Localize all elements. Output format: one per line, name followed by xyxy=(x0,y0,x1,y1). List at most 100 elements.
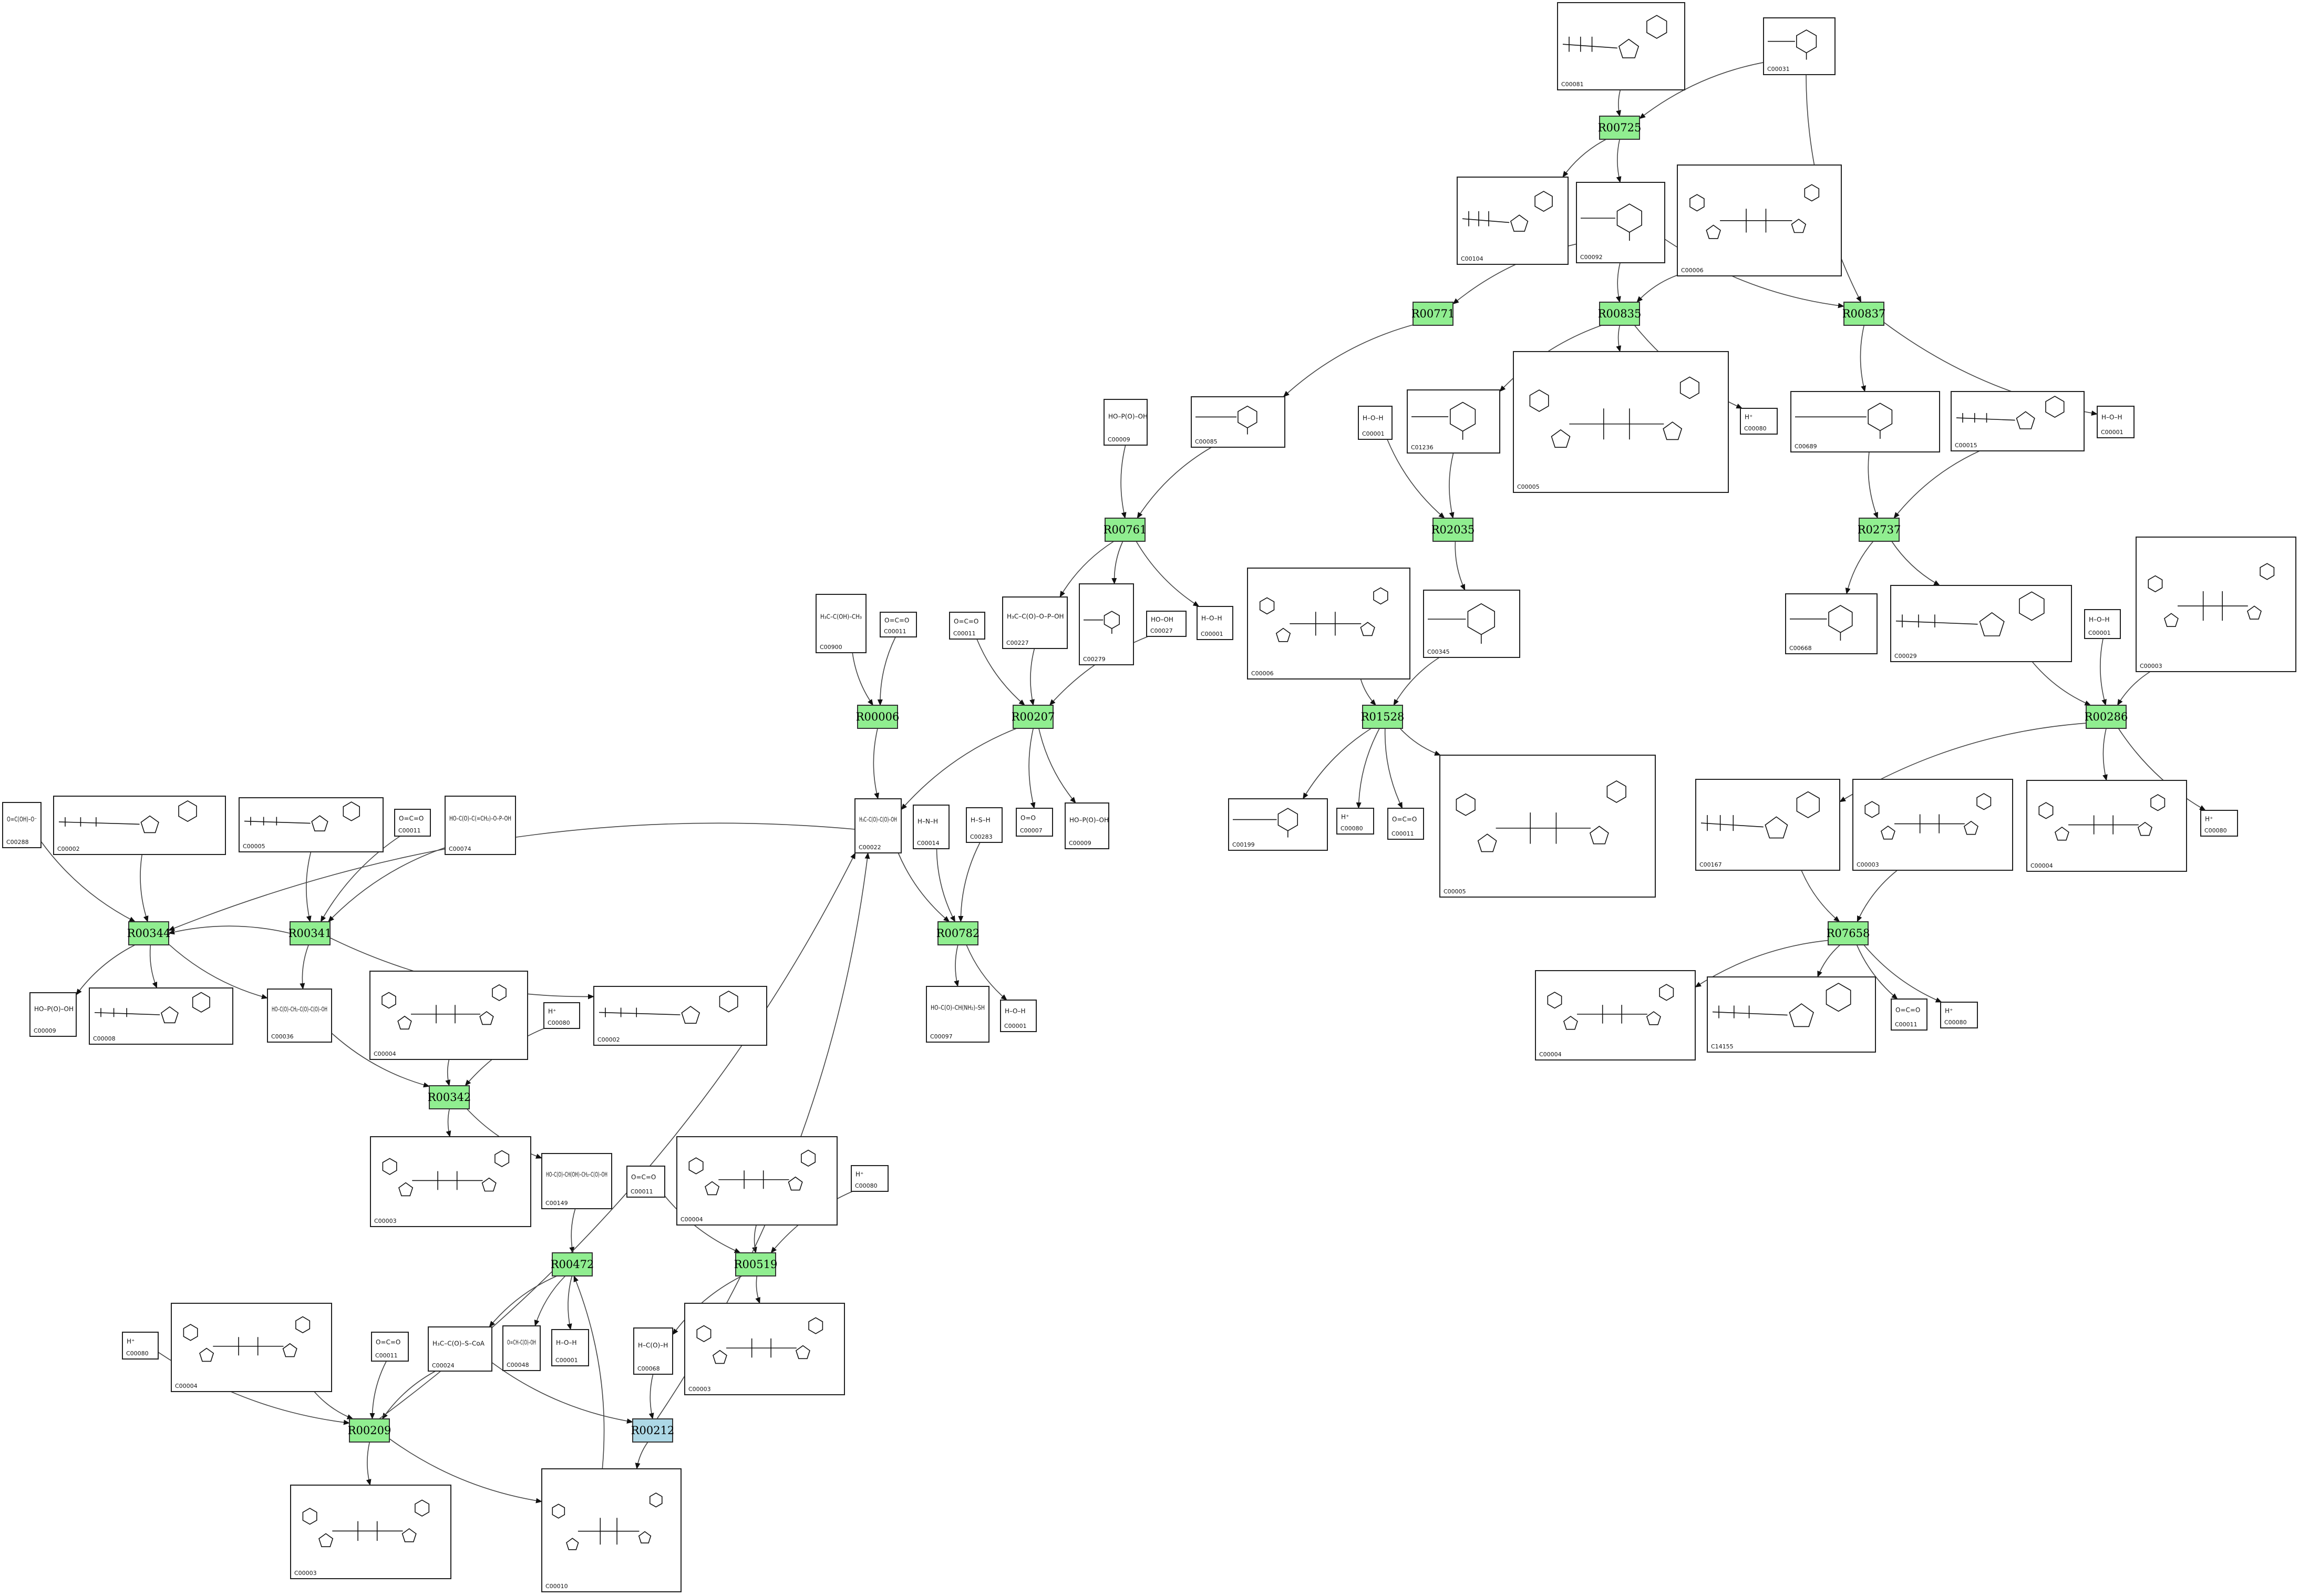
compound-c00003-top[interactable]: C00003 xyxy=(2136,537,2296,672)
compound-c00004-a[interactable]: C00004 xyxy=(2026,780,2187,872)
edge-c00167-to-r07658 xyxy=(1801,870,1840,922)
reaction-r01528[interactable]: R01528 xyxy=(1361,705,1405,729)
reaction-r00342[interactable]: R00342 xyxy=(428,1085,471,1109)
reaction-r00837[interactable]: R00837 xyxy=(1842,302,1886,326)
compound-c00279[interactable]: C00279 xyxy=(1079,583,1134,665)
reaction-r02035[interactable]: R02035 xyxy=(1431,518,1475,542)
compound-c00081[interactable]: C00081 xyxy=(1557,2,1685,90)
reaction-r00782[interactable]: R00782 xyxy=(936,921,980,945)
reaction-r02737[interactable]: R02737 xyxy=(1858,518,1901,542)
compound-formula: H–O–H xyxy=(1201,614,1222,622)
compound-c00029[interactable]: C00029 xyxy=(1890,585,2072,662)
compound-c00003-b[interactable]: C00003 xyxy=(370,1136,531,1227)
compound-c00015[interactable]: C00015 xyxy=(1951,391,2085,451)
compound-c00005-top[interactable]: C00005 xyxy=(1513,351,1729,493)
reaction-r00207[interactable]: R00207 xyxy=(1012,705,1055,729)
reaction-box xyxy=(735,1252,776,1276)
compound-c00085[interactable]: C00085 xyxy=(1191,396,1285,448)
edge-c00011-a-to-r00006 xyxy=(877,636,896,706)
compound-c00668[interactable]: C00668 xyxy=(1785,593,1878,654)
compound-c00002-a[interactable]: C00002 xyxy=(53,796,226,855)
compound-box xyxy=(1146,611,1187,637)
compound-c01236[interactable]: C01236 xyxy=(1407,389,1500,454)
reaction-r00212[interactable]: R00212 xyxy=(631,1418,675,1443)
compound-c00199[interactable]: C00199 xyxy=(1228,798,1328,851)
compound-c00003-c[interactable]: C00003 xyxy=(684,1303,845,1395)
compound-c00005-mid[interactable]: C00005 xyxy=(1439,755,1656,898)
reaction-r00835[interactable]: R00835 xyxy=(1598,302,1642,326)
reaction-r00472[interactable]: R00472 xyxy=(551,1252,594,1276)
compound-id: C00080 xyxy=(855,1182,878,1189)
compound-c00006-top[interactable]: C00006 xyxy=(1677,164,1842,276)
reaction-r00006[interactable]: R00006 xyxy=(856,705,900,729)
reaction-r00344[interactable]: R00344 xyxy=(127,921,171,945)
compound-c00031-top[interactable]: C00031 xyxy=(1763,17,1836,75)
compound-c00345[interactable]: C00345 xyxy=(1423,590,1520,658)
compound-c00010[interactable]: C00010 xyxy=(541,1468,682,1592)
compound-c00004-f[interactable]: C00004 xyxy=(171,1303,332,1392)
compound-c00002-b[interactable]: C00002 xyxy=(593,986,767,1046)
reaction-r00725[interactable]: R00725 xyxy=(1598,116,1642,140)
compound-c00003-d[interactable]: C00003 xyxy=(290,1485,451,1579)
compound-c00092[interactable]: C00092 xyxy=(1576,182,1665,263)
compound-c00689[interactable]: C00689 xyxy=(1790,391,1940,452)
compound-c00006-mid[interactable]: C00006 xyxy=(1247,568,1410,679)
reaction-r00209[interactable]: R00209 xyxy=(348,1418,391,1443)
compound-c00003-mid[interactable]: C00003 xyxy=(1852,779,2013,871)
compound-c00104[interactable]: C00104 xyxy=(1457,177,1569,265)
molecule-structure xyxy=(1700,791,1820,839)
reaction-r00771[interactable]: R00771 xyxy=(1411,302,1455,326)
molecule-structure xyxy=(688,1149,816,1196)
compound-c14155[interactable]: C14155 xyxy=(1707,976,1876,1053)
compound-c00004-e[interactable]: C00004 xyxy=(676,1136,838,1226)
compound-c00008[interactable]: C00008 xyxy=(89,987,233,1045)
reaction-r00341[interactable]: R00341 xyxy=(288,921,332,945)
compound-c00004-d[interactable]: C00004 xyxy=(1535,970,1696,1060)
compound-c00004-b[interactable]: C00004 xyxy=(369,971,528,1060)
reaction-r07658[interactable]: R07658 xyxy=(1827,921,1870,945)
reaction-r00286[interactable]: R00286 xyxy=(2085,705,2128,729)
compound-c00167[interactable]: C00167 xyxy=(1695,779,1840,871)
reaction-r00761[interactable]: R00761 xyxy=(1104,518,1147,542)
compound-c00005-left[interactable]: C00005 xyxy=(239,797,384,852)
reaction-r00519[interactable]: R00519 xyxy=(734,1252,778,1276)
